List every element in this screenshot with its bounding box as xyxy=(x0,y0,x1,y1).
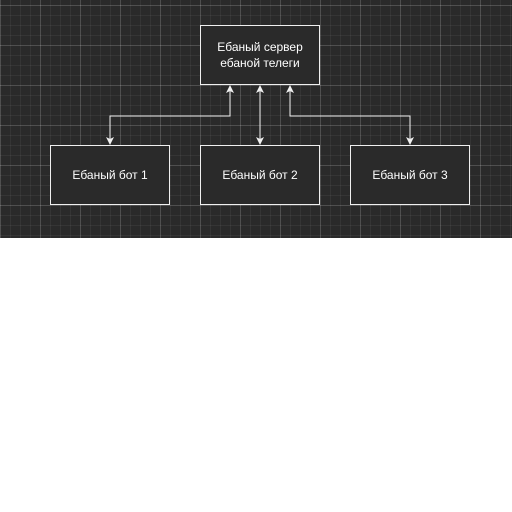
node-server[interactable]: Ебаный сервер ебаной телеги xyxy=(200,25,320,85)
diagram-canvas[interactable]: Ебаный сервер ебаной телеги Ебаный бот 1… xyxy=(0,0,512,238)
connector-server-bot3[interactable] xyxy=(286,85,414,145)
connector-server-bot1[interactable] xyxy=(106,85,234,145)
node-bot-3-label: Ебаный бот 3 xyxy=(372,168,448,182)
node-bot-2[interactable]: Ебаный бот 2 xyxy=(200,145,320,205)
node-bot-1[interactable]: Ебаный бот 1 xyxy=(50,145,170,205)
node-bot-3[interactable]: Ебаный бот 3 xyxy=(350,145,470,205)
blank-area xyxy=(0,238,512,512)
connector-layer xyxy=(106,85,414,145)
node-bot-2-label: Ебаный бот 2 xyxy=(222,168,298,182)
node-bot-1-label: Ебаный бот 1 xyxy=(72,168,148,182)
node-server-label: Ебаный сервер ебаной телеги xyxy=(217,40,303,70)
